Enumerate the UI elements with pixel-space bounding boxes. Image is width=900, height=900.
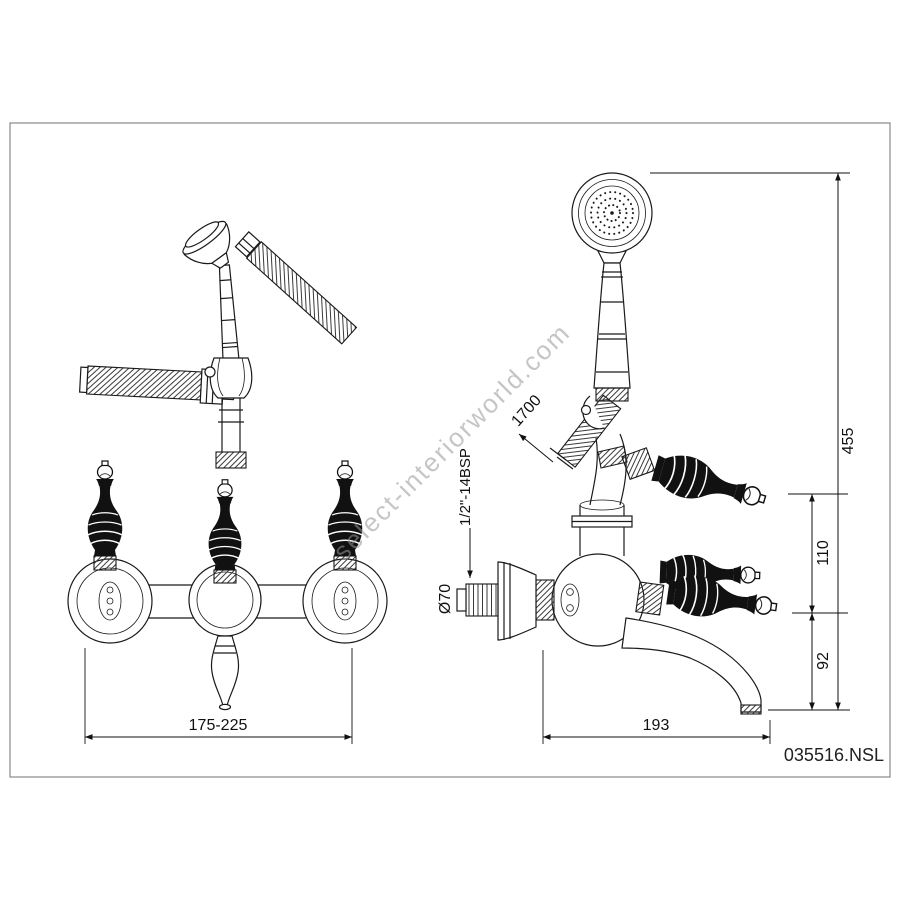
drawing-frame <box>9 122 891 778</box>
handshower-side <box>571 172 653 402</box>
wall-connection <box>456 561 555 641</box>
left-wall-mount <box>67 558 153 644</box>
left-handle <box>86 460 124 557</box>
dim-total-height-label: 455 <box>840 428 857 455</box>
hose-from-head <box>234 231 358 345</box>
dim-diameter-label: Ø70 <box>437 584 454 614</box>
right-wall-mount <box>302 558 388 644</box>
dim-depth-label: 193 <box>643 717 670 734</box>
front-view: 175-225 <box>67 220 388 744</box>
dim-width-label: 175-225 <box>189 717 248 734</box>
handshower-front <box>182 220 358 469</box>
cradle-side <box>580 395 628 506</box>
dim-spout-height-label: 92 <box>815 652 832 670</box>
near-handle-side <box>664 571 780 628</box>
dimension-depth: 193 <box>542 650 771 744</box>
dimension-thread: 1/2"-14BSP <box>457 448 474 578</box>
tub-spout-side <box>621 617 762 713</box>
shower-hose-side <box>549 394 622 470</box>
center-handle <box>207 479 243 571</box>
dim-thread-label: 1/2"-14BSP <box>457 448 474 526</box>
dim-handle-height-label: 110 <box>815 540 832 566</box>
dimension-hose-length: 1700 <box>508 392 554 463</box>
dimension-width: 175-225 <box>84 648 353 744</box>
watermark-text: select-interiorworld.com <box>327 317 576 566</box>
shower-head-front <box>182 220 231 269</box>
cradle-front <box>204 357 253 399</box>
dimension-heights: 455 110 92 <box>650 172 857 711</box>
diverter-handle-side <box>648 446 772 521</box>
side-view: 1700 1/2"-14BSP Ø70 455 110 92 193 <box>437 172 857 744</box>
product-code: 035516.NSL <box>784 745 884 765</box>
